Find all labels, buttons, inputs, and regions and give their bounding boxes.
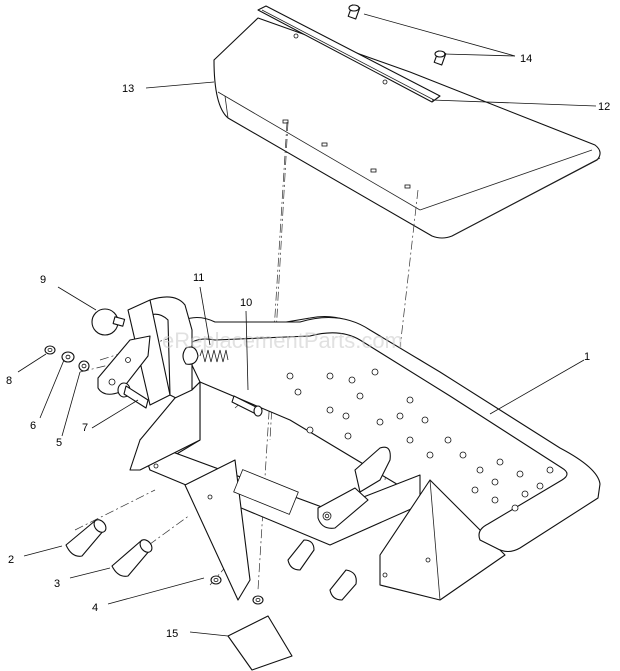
bolt	[433, 50, 447, 66]
bumper	[65, 519, 107, 557]
knob	[91, 308, 126, 336]
bumper	[329, 569, 357, 601]
callout-6: 6	[30, 420, 36, 432]
callout-3: 3	[54, 578, 60, 590]
mounting-bar	[257, 5, 441, 103]
lock-nut	[210, 575, 222, 585]
callout-12: 12	[598, 101, 610, 113]
callout-9: 9	[40, 274, 46, 286]
callout-2: 2	[8, 554, 14, 566]
watermark: eReplacementParts.com	[162, 328, 403, 353]
top-plate	[213, 17, 601, 239]
callout-11: 11	[193, 272, 204, 284]
pin	[231, 395, 263, 417]
lock-nut	[252, 595, 264, 605]
leader-lines	[17, 13, 597, 637]
callout-4: 4	[92, 602, 98, 614]
bolt	[347, 4, 361, 20]
foot-pad	[227, 615, 293, 671]
lever-bracket	[97, 335, 151, 395]
callout-15: 15	[166, 628, 178, 640]
callout-13: 13	[122, 83, 134, 95]
bumper	[287, 539, 315, 571]
carriage-bolt	[117, 382, 149, 409]
callout-14: 14	[520, 53, 532, 65]
callout-1: 1	[584, 351, 590, 363]
washer	[61, 351, 75, 363]
callout-5: 5	[56, 437, 62, 449]
frame-assembly	[127, 296, 601, 601]
callout-10: 10	[240, 297, 252, 309]
spacer	[78, 360, 90, 372]
bumper	[111, 539, 153, 577]
nut	[44, 345, 56, 355]
callout-8: 8	[6, 375, 12, 387]
callout-7: 7	[82, 422, 88, 434]
spring	[182, 346, 229, 365]
